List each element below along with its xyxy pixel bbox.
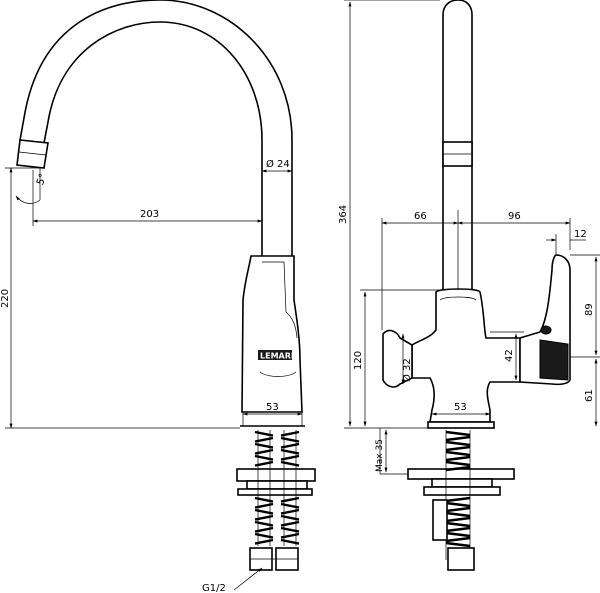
spout-outer (19, 0, 293, 256)
hose-coil-turn (254, 502, 274, 509)
logo-plate (258, 350, 292, 360)
hose-coil-turn (445, 536, 471, 543)
dim-height-left: 220 (0, 289, 11, 308)
dim-handle-tip: 12 (574, 229, 587, 240)
hose-coil-turn (280, 526, 300, 533)
hose-coil-turn (280, 508, 300, 515)
hose-coil-turn (254, 430, 274, 437)
hose-coil-turn (445, 501, 471, 508)
dim-inlet-height: 120 (353, 351, 364, 370)
dim-total-height: 364 (338, 205, 349, 224)
hose-coil-turn (280, 532, 300, 539)
hose-coil-turn (445, 455, 471, 462)
side-view: LEMARK G1/2 Ø 24 5° 203 (0, 0, 316, 593)
hose-coil-turn (280, 436, 300, 443)
spout-inner (43, 21, 263, 256)
dim-spout-diameter: Ø 24 (266, 158, 290, 170)
mounting-plate-front (407, 468, 515, 480)
hose-coil-turn (280, 514, 300, 521)
threaded-rod (257, 430, 297, 546)
hose-coil-turn (445, 526, 471, 533)
mounting-plate (236, 468, 316, 482)
hose-coil-turn (254, 538, 274, 545)
hose-coil-turn (445, 541, 471, 548)
hose-coil-turn (254, 526, 274, 533)
dim-handle-height: 89 (584, 303, 595, 316)
front-view: 364 66 96 12 89 61 120 Ø 32 42 (338, 0, 600, 571)
hose-coil-turn (280, 430, 300, 437)
dim-button-diameter: Ø 32 (401, 358, 413, 382)
hose-coil-turn (445, 516, 471, 523)
hose-coil-turn (254, 460, 274, 467)
hose-coil-turn (445, 435, 471, 442)
hose-coil-turn (280, 538, 300, 545)
supply-hose-coils (254, 430, 300, 545)
hose-coil-turn (254, 496, 274, 503)
hose-coil-turn (445, 440, 471, 447)
spout-tube (442, 0, 473, 290)
dim-body-width-left: 53 (266, 402, 279, 413)
hose-coil-turn (254, 520, 274, 527)
hose-coil-turn (280, 454, 300, 461)
hose-coil-turn (280, 496, 300, 503)
hose-coil-turn (280, 460, 300, 467)
supply-hose-coils-front (445, 430, 471, 548)
hose-coil-turn (254, 454, 274, 461)
hose-coil-turn (445, 521, 471, 528)
side-button (382, 329, 413, 388)
hose-coil-turn (445, 496, 471, 503)
hose-coil-turn (280, 502, 300, 509)
hose-coil-turn (445, 445, 471, 452)
handle-cap (539, 339, 569, 381)
dim-left-offset: 66 (414, 211, 427, 222)
thread-label: G1/2 (202, 583, 226, 593)
hose-coil-turn (445, 506, 471, 513)
dim-body-width-right: 53 (454, 402, 467, 413)
hose-coil-turn (445, 511, 471, 518)
handle-pivot (540, 325, 552, 335)
hose-coil-turn (445, 531, 471, 538)
mounting-nut (237, 488, 313, 496)
hose-coil-turn (254, 532, 274, 539)
hose-coil-turn (254, 442, 274, 449)
dim-angle: 5° (35, 172, 49, 186)
dim-max-thickness: Max 35 (375, 439, 385, 472)
spout-nozzle (16, 139, 49, 169)
hose-coil-turn (280, 448, 300, 455)
mounting-nut-front (423, 486, 501, 496)
hose-coil-turn (445, 460, 471, 467)
hose-coil-turn (445, 450, 471, 457)
hose-coil-turn (445, 430, 471, 437)
hose-coil-turn (254, 514, 274, 521)
hose-coil-turn (254, 448, 274, 455)
dim-reach: 203 (140, 209, 159, 220)
hose-coil-turn (254, 436, 274, 443)
dim-lever-height: 42 (504, 349, 515, 362)
hose-fitting-front (447, 547, 475, 571)
dim-right-offset: 96 (508, 211, 521, 222)
hose-coil-turn (280, 520, 300, 527)
hose-coil-turn (254, 508, 274, 515)
hose-coil-turn (280, 442, 300, 449)
base-ring (427, 421, 495, 429)
dim-lever-base: 61 (584, 389, 595, 402)
faucet-body (241, 255, 303, 413)
hose-coil-turn (445, 465, 471, 472)
brand-logo: LEMARK (260, 352, 298, 361)
